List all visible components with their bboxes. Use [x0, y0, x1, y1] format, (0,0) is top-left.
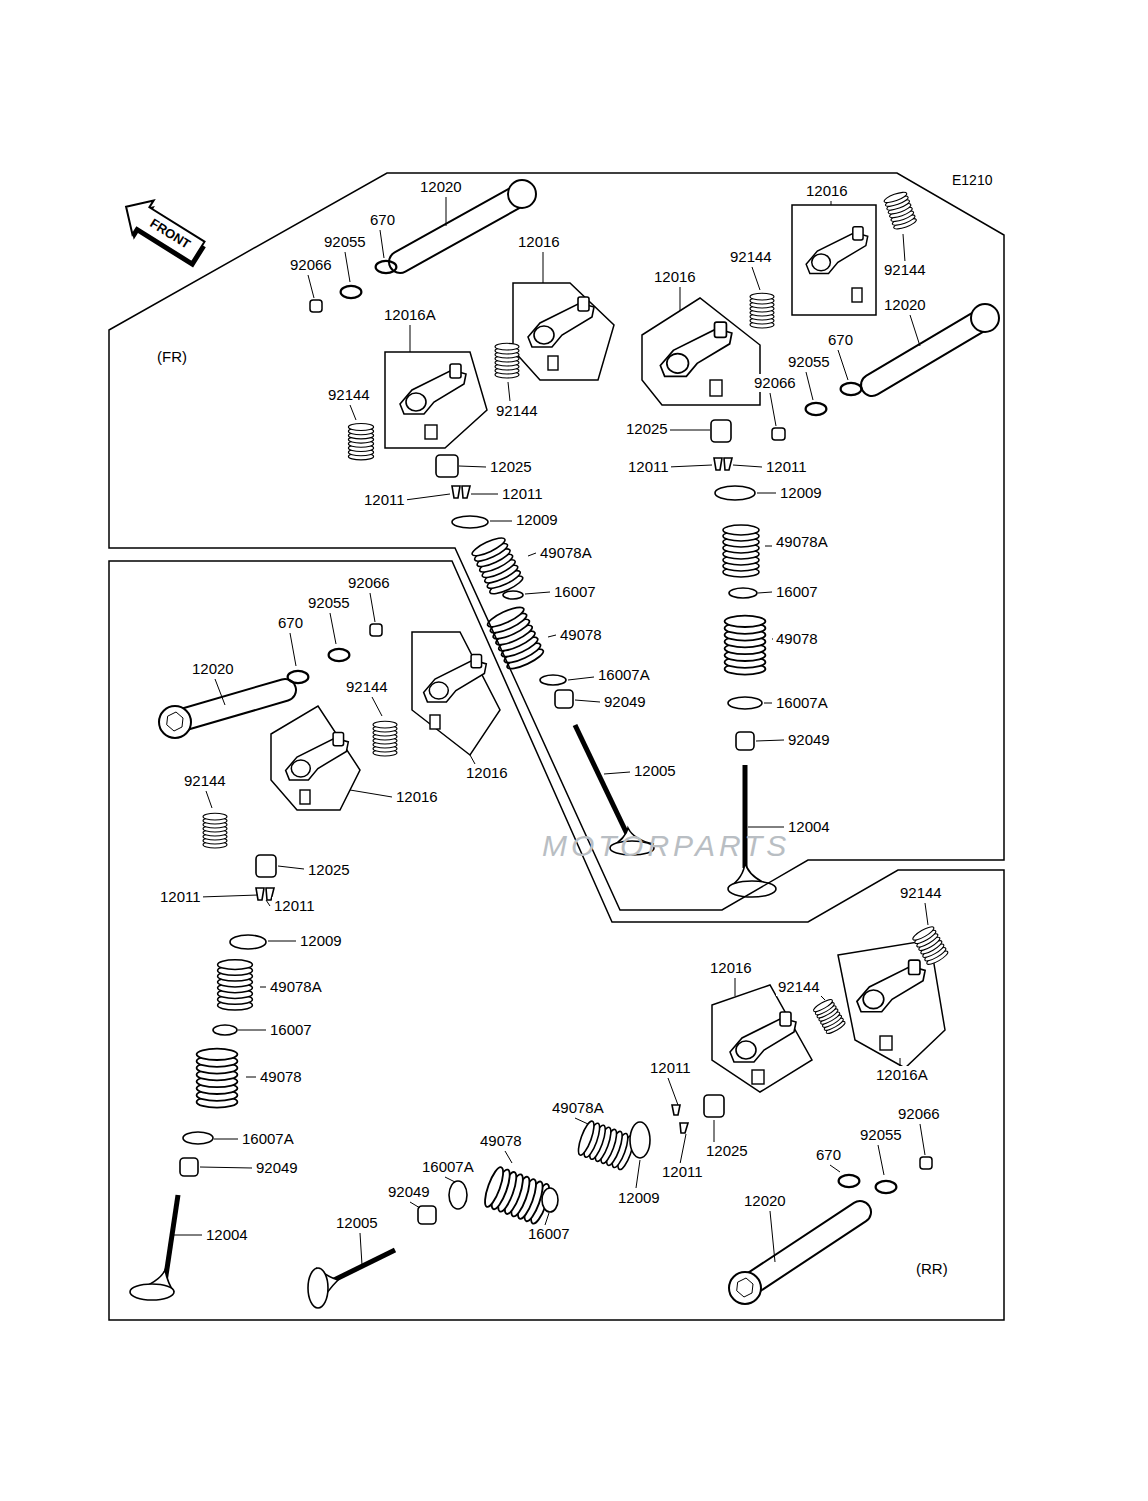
callout-number: 92066	[346, 574, 392, 592]
callout-number: 92144	[344, 678, 390, 696]
callout-number: 12011	[626, 458, 671, 476]
callout-number: 49078	[258, 1068, 304, 1086]
callout-number: 12020	[882, 296, 928, 314]
region-border	[108, 560, 1006, 1322]
callout-number: 12011	[272, 897, 317, 915]
callout-number: 12009	[514, 511, 560, 529]
callout-number: 49078A	[774, 533, 830, 551]
callout-number: 12016	[652, 268, 698, 286]
region-border	[108, 172, 1006, 913]
callout-number: 49078	[558, 626, 604, 644]
watermark: MOTORPARTS	[540, 830, 792, 862]
callout-number: 12004	[204, 1226, 250, 1244]
front-arrow	[113, 190, 212, 274]
callout-number: 12011	[648, 1059, 693, 1077]
shafts	[159, 180, 999, 1304]
region-border	[109, 561, 1004, 1320]
callout-number: 12025	[488, 458, 534, 476]
callout-number: 670	[276, 614, 305, 632]
callout-number: 92066	[288, 256, 334, 274]
callout-number: 12025	[624, 420, 670, 438]
callout-number: 92055	[306, 594, 352, 612]
callout-number: 16007A	[420, 1158, 476, 1176]
region-border	[109, 173, 1004, 910]
callout-number: 49078	[774, 630, 820, 648]
rocker-arms	[286, 227, 926, 1084]
callout-number: 16007A	[596, 666, 652, 684]
callout-number: 12011	[362, 491, 407, 509]
callout-number: 12016A	[874, 1066, 930, 1084]
callout-number: 12020	[742, 1192, 788, 1210]
callout-number: 670	[826, 331, 855, 349]
small-valve-parts	[180, 420, 762, 1224]
callout-number: 16007	[526, 1225, 572, 1243]
callout-number: 12005	[632, 762, 678, 780]
callout-number: 92055	[858, 1126, 904, 1144]
region-outline: (RR)	[108, 560, 1006, 1322]
callout-number: 16007	[774, 583, 820, 601]
callout-number: 92144	[898, 884, 944, 902]
callout-number: 92049	[254, 1159, 300, 1177]
callout-number: 92144	[494, 402, 540, 420]
callout-number: 12016	[708, 959, 754, 977]
callout-number: 92055	[786, 353, 832, 371]
callout-number: 16007A	[774, 694, 830, 712]
leader-lines	[173, 197, 928, 1265]
callout-number: 12009	[778, 484, 824, 502]
callout-number: 49078A	[268, 978, 324, 996]
callout-number: 12011	[500, 485, 545, 503]
callout-number: 92144	[882, 261, 928, 279]
callout-number: 12016	[394, 788, 440, 806]
callout-number: 12011	[660, 1163, 705, 1181]
rocker-arm-boxes	[271, 205, 945, 1092]
valves	[130, 725, 776, 1308]
callout-number: 670	[368, 211, 397, 229]
callout-number: 16007	[268, 1021, 314, 1039]
callout-number: 92144	[182, 772, 228, 790]
callout-number: 12016	[516, 233, 562, 251]
callout-number: 12020	[190, 660, 236, 678]
callout-number: 12025	[704, 1142, 750, 1160]
callout-number: 49078A	[538, 544, 594, 562]
callout-number: 12016	[464, 764, 510, 782]
callout-number: 92049	[786, 731, 832, 749]
callout-number: 12005	[334, 1214, 380, 1232]
region-label: (RR)	[914, 1260, 950, 1278]
callout-number: 92066	[896, 1105, 942, 1123]
callout-number: 92055	[322, 233, 368, 251]
callout-number: 12011	[158, 888, 203, 906]
region-outline: (FR)	[108, 172, 1006, 913]
callout-number: 49078	[478, 1132, 524, 1150]
callout-number: 12020	[418, 178, 464, 196]
callout-number: 92049	[386, 1183, 432, 1201]
valve-springs	[197, 190, 950, 1225]
region-label: (FR)	[155, 348, 189, 366]
rings	[288, 261, 932, 1193]
callout-number: 12016A	[382, 306, 438, 324]
callout-number: 12025	[306, 861, 352, 879]
callout-number: 12004	[786, 818, 832, 836]
callout-number: 12009	[616, 1189, 662, 1207]
callout-number: 12009	[298, 932, 344, 950]
figure-code: E1210	[950, 171, 994, 189]
callout-number: 16007A	[240, 1130, 296, 1148]
callout-number: 92049	[602, 693, 648, 711]
callout-number: 12011	[764, 458, 809, 476]
callout-number: 92144	[326, 386, 372, 404]
callout-number: 670	[814, 1146, 843, 1164]
callout-number: 92066	[752, 374, 798, 392]
callout-number: 92144	[776, 978, 822, 996]
callout-number: 49078A	[550, 1099, 606, 1117]
callout-number: 16007	[552, 583, 598, 601]
callout-number: 92144	[728, 248, 774, 266]
callout-number: 12016	[804, 182, 850, 200]
